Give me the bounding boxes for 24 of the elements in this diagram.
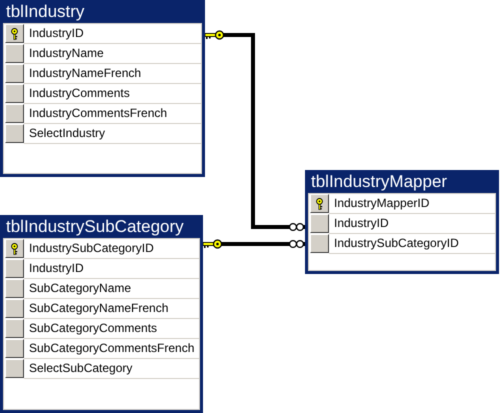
table-box [0, 215, 203, 413]
column-name: IndustryID [24, 259, 199, 279]
relationship-line [204, 30, 305, 231]
column-name: IndustrySubCategoryID [329, 234, 495, 254]
column-name: SelectSubCategory [24, 359, 199, 379]
relationship-line [202, 239, 305, 249]
table-box [305, 170, 499, 274]
column-name: IndustryNameFrench [24, 64, 201, 84]
table-box [0, 0, 205, 177]
table-title: tblIndustryMapper [310, 171, 448, 193]
column-name: SubCategoryCommentsFrench [24, 339, 199, 359]
table-title: tblIndustry [5, 1, 86, 23]
column-name: IndustrySubCategoryID [24, 239, 199, 259]
column-name: IndustryID [24, 24, 201, 44]
column-name: IndustryCommentsFrench [24, 104, 201, 124]
column-name: IndustryName [24, 44, 201, 64]
column-name: SubCategoryComments [24, 319, 199, 339]
column-name: IndustryMapperID [329, 194, 495, 214]
column-name: SubCategoryNameFrench [24, 299, 199, 319]
column-name: SubCategoryName [24, 279, 199, 299]
table-title: tblIndustrySubCategory [5, 216, 185, 238]
column-name: IndustryID [329, 214, 495, 234]
column-name: SelectIndustry [24, 124, 201, 144]
column-name: IndustryComments [24, 84, 201, 104]
